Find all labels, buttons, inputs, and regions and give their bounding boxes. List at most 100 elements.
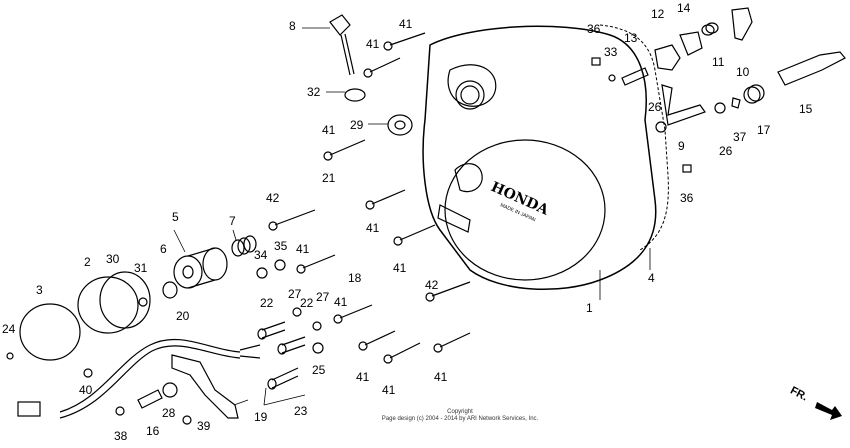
washer-27b[interactable] — [312, 321, 322, 331]
washer-31[interactable] — [138, 297, 148, 307]
drum-12[interactable] — [654, 44, 681, 71]
washer-34[interactable] — [256, 267, 268, 279]
washer-25[interactable] — [312, 342, 324, 354]
callout-14[interactable]: 14 — [677, 1, 691, 15]
callout-25[interactable]: 25 — [312, 363, 326, 377]
callout-41[interactable]: 41 — [382, 383, 396, 397]
oil-filter-cover[interactable] — [77, 271, 151, 334]
callout-29[interactable]: 29 — [350, 118, 364, 132]
dowel-36b[interactable] — [682, 164, 692, 173]
callout-18[interactable]: 18 — [348, 271, 362, 285]
clip-37[interactable] — [731, 97, 741, 109]
bolt-13[interactable] — [621, 67, 649, 86]
callout-30[interactable]: 30 — [106, 252, 120, 266]
callout-41[interactable]: 41 — [356, 370, 370, 384]
callout-41[interactable]: 41 — [399, 17, 413, 31]
dowel-36a[interactable] — [591, 57, 601, 66]
callout-41[interactable]: 41 — [393, 261, 407, 275]
callout-11[interactable]: 11 — [712, 55, 725, 69]
copyright-line-2: Page design (c) 2004 - 2014 by ARI Netwo… — [381, 416, 539, 423]
stopper-10[interactable] — [731, 7, 753, 41]
callout-35[interactable]: 35 — [274, 239, 288, 253]
callout-24[interactable]: 24 — [2, 322, 16, 336]
callout-15[interactable]: 15 — [799, 102, 813, 116]
o-ring[interactable] — [344, 88, 366, 102]
callout-36[interactable]: 36 — [680, 191, 694, 205]
o-ring-6[interactable] — [162, 281, 178, 299]
spring-17[interactable] — [743, 84, 765, 104]
callout-27[interactable]: 27 — [316, 290, 330, 304]
seal-28[interactable] — [162, 382, 178, 398]
callout-21[interactable]: 21 — [322, 171, 336, 185]
washer-26b[interactable] — [714, 102, 726, 114]
spindle-15[interactable] — [777, 51, 846, 86]
copyright-notice: Copyright Page design (c) 2004 - 2014 by… — [320, 409, 600, 423]
callout-10[interactable]: 10 — [736, 65, 750, 79]
callout-5[interactable]: 5 — [172, 210, 179, 224]
callout-28[interactable]: 28 — [162, 406, 176, 420]
callout-40[interactable]: 40 — [79, 383, 93, 397]
callout-23[interactable]: 23 — [294, 404, 308, 418]
crankcase-cover[interactable] — [422, 25, 657, 291]
callout-41[interactable]: 41 — [434, 370, 448, 384]
callout-32[interactable]: 32 — [307, 85, 321, 99]
callout-6[interactable]: 6 — [160, 242, 167, 256]
callout-26[interactable]: 26 — [719, 144, 733, 158]
callout-13[interactable]: 13 — [624, 31, 638, 45]
callout-41[interactable]: 41 — [366, 221, 380, 235]
callout-16[interactable]: 16 — [146, 424, 160, 438]
washer-35[interactable] — [274, 259, 286, 271]
callout-19[interactable]: 19 — [254, 410, 268, 424]
callout-17[interactable]: 17 — [757, 123, 771, 137]
callout-37[interactable]: 37 — [733, 130, 747, 144]
callout-7[interactable]: 7 — [229, 214, 236, 228]
callout-12[interactable]: 12 — [651, 7, 665, 21]
callout-22[interactable]: 22 — [300, 296, 314, 310]
wire-harness[interactable] — [17, 338, 261, 419]
pulser-cover[interactable] — [19, 303, 81, 361]
bolts[interactable] — [268, 32, 471, 364]
callout-9[interactable]: 9 — [678, 139, 685, 153]
callout-2[interactable]: 2 — [84, 255, 91, 269]
washer-27a[interactable] — [292, 307, 302, 317]
callout-41[interactable]: 41 — [334, 295, 348, 309]
callout-42[interactable]: 42 — [266, 191, 280, 205]
callout-42[interactable]: 42 — [425, 278, 439, 292]
callout-34[interactable]: 34 — [254, 248, 268, 262]
callout-41[interactable]: 41 — [296, 242, 310, 256]
callout-38[interactable]: 38 — [114, 429, 128, 443]
bolt-24[interactable] — [6, 352, 14, 360]
oil-filler-cap[interactable] — [329, 14, 355, 76]
oil-filter[interactable] — [173, 247, 228, 289]
switches[interactable] — [257, 321, 306, 390]
washer-26a[interactable] — [655, 121, 667, 133]
callout-8[interactable]: 8 — [289, 19, 296, 33]
callout-1[interactable]: 1 — [586, 301, 593, 315]
arm-9[interactable] — [661, 84, 706, 126]
callout-41[interactable]: 41 — [366, 37, 380, 51]
callout-41[interactable]: 41 — [322, 123, 336, 137]
callout-33[interactable]: 33 — [604, 45, 618, 59]
spring[interactable] — [231, 235, 257, 257]
callout-39[interactable]: 39 — [197, 419, 211, 433]
oil-seal[interactable] — [387, 114, 413, 136]
callout-31[interactable]: 31 — [134, 261, 148, 275]
honda-logo: HONDA MADE IN JAPAN — [488, 179, 551, 223]
callout-3[interactable]: 3 — [36, 283, 43, 297]
gasket[interactable] — [599, 24, 669, 251]
callout-27[interactable]: 27 — [288, 287, 302, 301]
collar-16[interactable] — [137, 389, 163, 409]
callout-36[interactable]: 36 — [587, 22, 601, 36]
spring-11[interactable] — [701, 22, 719, 36]
bolt-38[interactable] — [115, 406, 125, 416]
bolt-39[interactable] — [182, 415, 192, 425]
washer-33[interactable] — [608, 74, 616, 82]
bolt-40[interactable] — [83, 368, 93, 378]
plate-14[interactable] — [679, 31, 703, 56]
callout-20[interactable]: 20 — [176, 309, 190, 323]
callout-4[interactable]: 4 — [648, 271, 655, 285]
bracket[interactable] — [171, 354, 239, 419]
callout-22[interactable]: 22 — [260, 296, 274, 310]
callout-26[interactable]: 26 — [648, 100, 662, 114]
copyright-line-1: Copyright — [447, 409, 473, 415]
